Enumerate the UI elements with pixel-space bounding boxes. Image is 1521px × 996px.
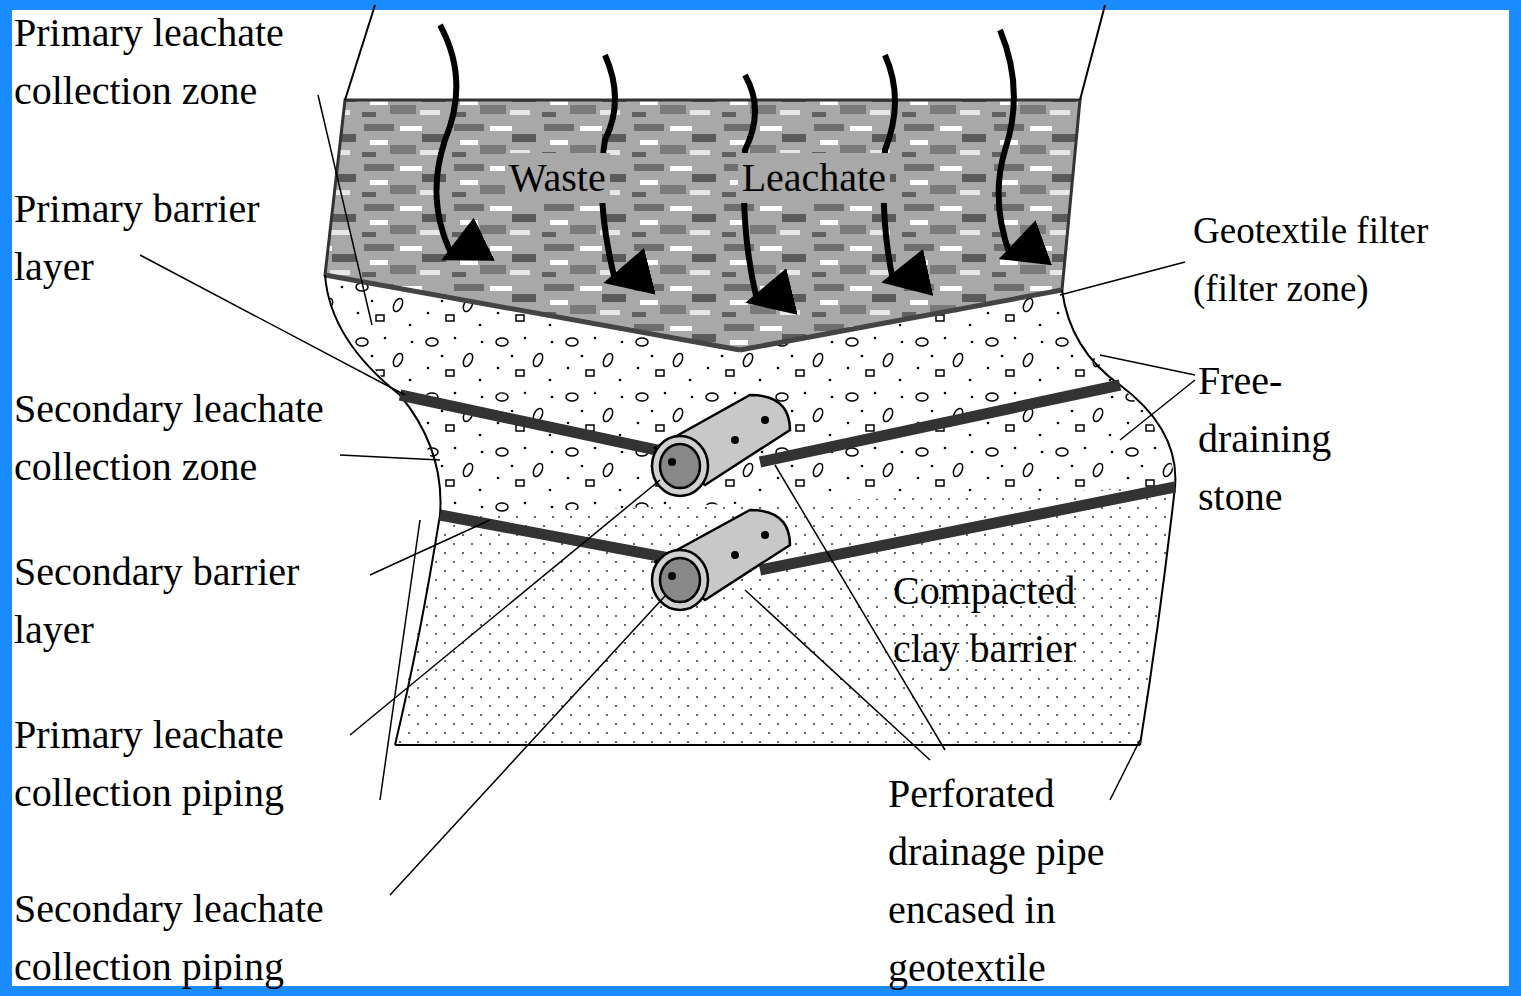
part-label: Secondary leachate collection zone: [14, 380, 394, 496]
part-label: Perforated drainage pipe encased in geot…: [888, 765, 1163, 996]
part-label: Secondary barrier layer: [14, 543, 364, 659]
layer-text: Waste: [505, 153, 610, 203]
part-label: Secondary leachate collection piping: [14, 880, 394, 996]
layer-text: Leachate: [738, 153, 890, 203]
waste-layer: Waste Leachate: [505, 150, 890, 205]
layer-text: Compacted clay barrier: [893, 562, 1123, 678]
part-label: Geotextile filter (filter zone): [1193, 202, 1511, 318]
part-label: Primary barrier layer: [14, 180, 324, 296]
part-label: Primary leachate collection zone: [14, 4, 354, 120]
part-label: Free-draining stone: [1198, 352, 1373, 526]
clay-barrier: Compacted clay barrier: [893, 562, 1123, 678]
part-label: Primary leachate collection piping: [14, 706, 354, 822]
